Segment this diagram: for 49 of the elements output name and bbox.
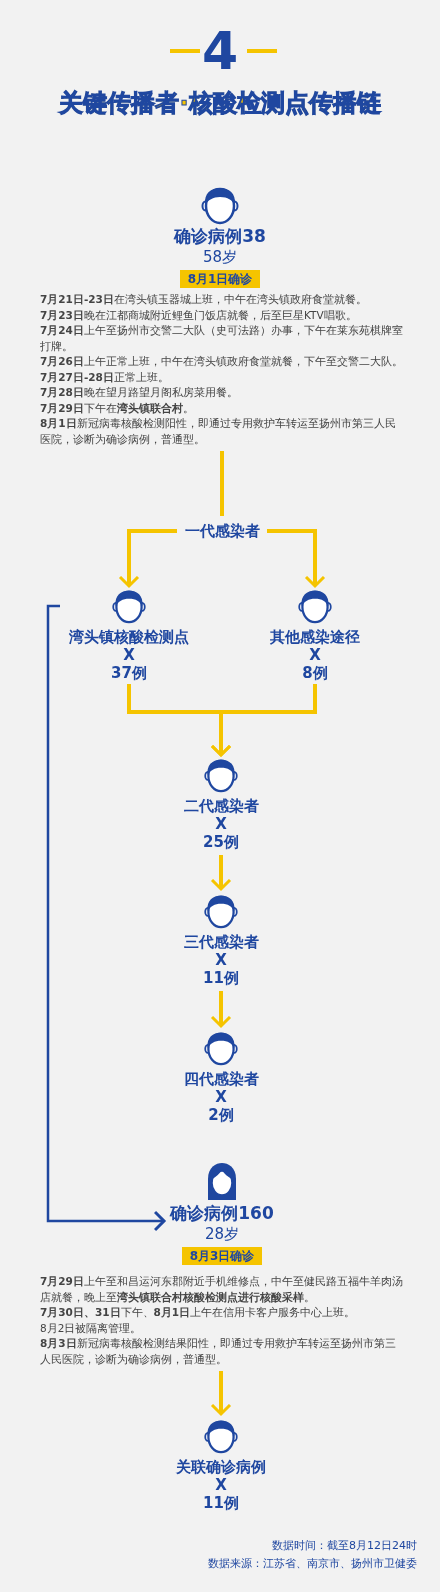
timeline-entry: 7月24日上午至扬州市交警二大队（史可法路）办事，下午在莱东苑棋牌室打牌。 [40,323,404,354]
timeline-entry: 7月21日-23日在湾头镇玉器城上班，中午在湾头镇政府食堂就餐。 [40,292,368,307]
multiply-sign: X [214,951,228,969]
timeline-entry: 7月23日晚在江都商城附近鲤鱼门饭店就餐，后至巨星KTV唱歌。 [40,307,358,323]
multiply-sign: X [122,646,136,664]
case-name: 确诊病例160 [168,1202,275,1224]
data-note: 数据时间：截至8月12日24时 [272,1538,417,1553]
group-name: 其他感染途径 [269,628,361,646]
timeline-entry: 8月2日被隔离管理。 [40,1320,143,1336]
date-badge: 8月1日确诊 [179,270,261,288]
arrow [210,991,232,1028]
timeline-entry: 7月28日晚在望月路望月阁私房菜用餐。 [40,385,239,400]
timeline-entry: 7月29日下午在湾头镇联合村。 [40,400,195,416]
title: 关键传播者·核酸检测点传播链 [58,88,382,118]
group-name: 三代感染者 [182,933,260,951]
case-count: 25例 [202,833,240,851]
timeline-entry: 7月29日上午至和昌运河东郡附近手机维修点，中午至健民路五福牛羊肉汤店就餐，晚上至湾头镇联合村核酸检测点进行核酸采样。 [40,1274,404,1305]
group-name: 二代感染者 [182,797,260,815]
timeline-entry: 7月30日、31日下午、8月1日上午在信用卡客户服务中心上班。 [40,1305,357,1320]
multiply-sign: X [308,646,322,664]
case-count: 37例 [110,664,148,682]
arrow [118,529,177,588]
case-count: 8例 [301,664,329,682]
date-badge: 8月3日确诊 [181,1247,263,1265]
arrow [46,604,166,1232]
timeline-entry: 8月3日新冠病毒核酸检测结果阳性，即通过专用救护车转运至扬州市第三人民医院，诊断为确诊病例，普通型。 [40,1336,397,1367]
section-number: 4 [200,22,240,80]
group-name: 湾头镇核酸检测点 [68,628,190,646]
case-count: 11例 [202,1494,240,1512]
group-name: 四代感染者 [182,1070,260,1088]
arrow [210,1371,232,1416]
multiply-sign: X [214,815,228,833]
source-note: 数据来源：江苏省、南京市、扬州市卫健委 [208,1556,417,1571]
timeline-entry: 8月1日新冠病毒核酸检测阳性，即通过专用救护车转运至扬州市第三人民医院，诊断为确诊病例，普通型。 [40,416,397,447]
case-name: 确诊病例38 [172,225,267,247]
age-text: 58岁 [201,247,239,267]
arrow [267,529,326,588]
group-label: 一代感染者 [179,520,265,542]
case-count: 2例 [207,1106,235,1124]
arrow [210,855,232,891]
arrow [210,684,317,757]
multiply-sign: X [214,1476,228,1494]
case-count: 11例 [202,969,240,987]
timeline-entry: 7月27日-28日正常上班。 [40,369,170,385]
timeline-entry: 7月26日上午正常上班，中午在湾头镇政府食堂就餐，下午至交警二大队。 [40,354,404,369]
age-text: 28岁 [203,1224,241,1244]
group-name: 关联确诊病例 [175,1458,267,1476]
connector-line [220,451,224,516]
multiply-sign: X [214,1088,228,1106]
